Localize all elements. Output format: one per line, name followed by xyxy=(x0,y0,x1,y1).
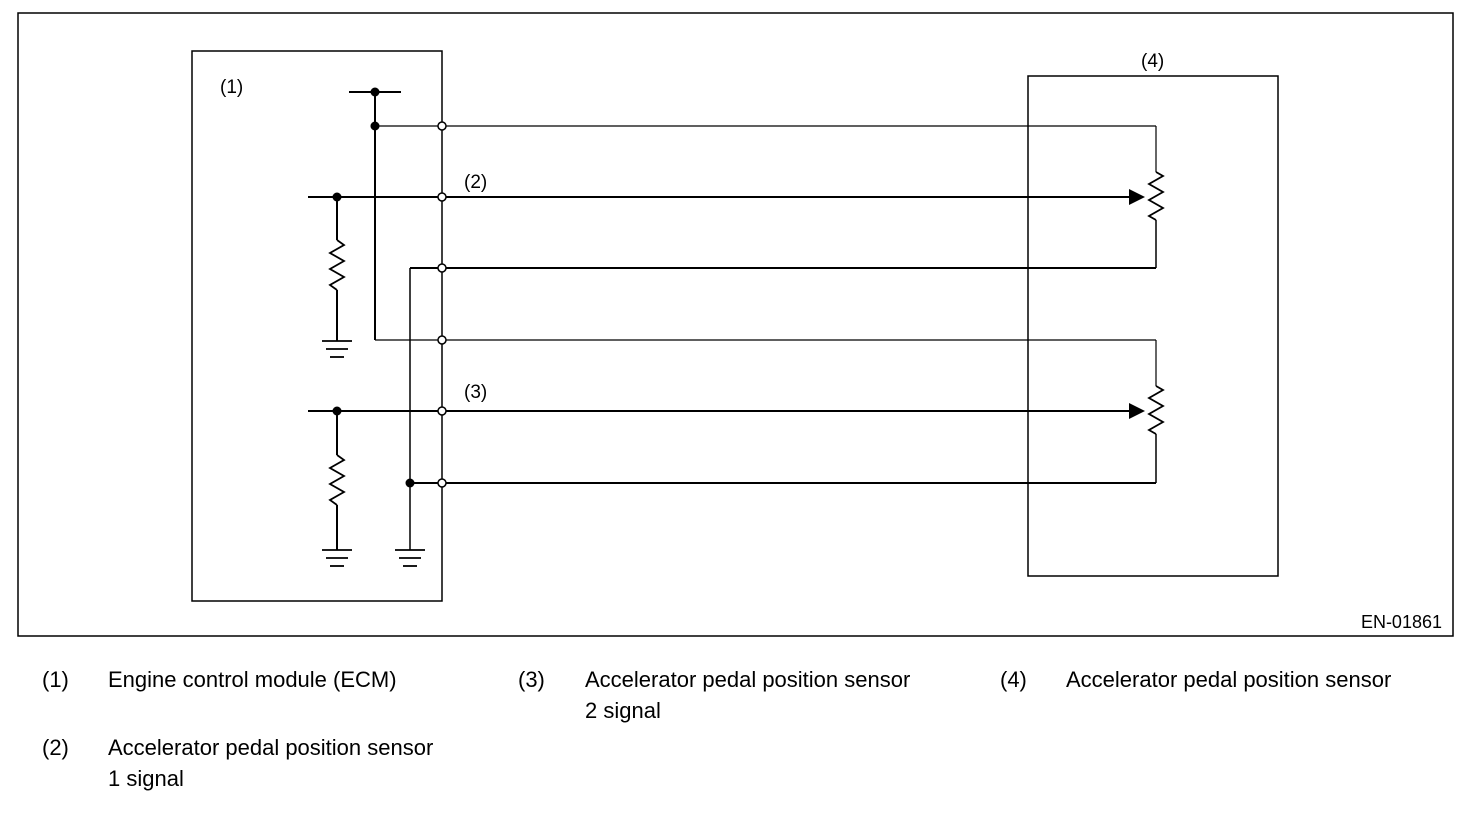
terminal xyxy=(437,121,447,131)
diagram-frame xyxy=(17,12,1454,637)
junction-dot xyxy=(405,478,415,488)
ecm-callout: (1) xyxy=(220,77,243,98)
pulldown-resistor-1 xyxy=(328,239,346,291)
wiper-arrow-2 xyxy=(1129,403,1145,419)
wire-signal-2 xyxy=(308,403,1145,567)
sensor-box xyxy=(1027,75,1279,577)
sensor-2-potentiometer xyxy=(1147,385,1165,483)
ecm-terminals xyxy=(437,121,447,488)
legend-description: Engine control module (ECM) xyxy=(108,667,397,692)
legend-number: (1) xyxy=(42,667,69,692)
terminal xyxy=(437,263,447,273)
wire-signal-1 xyxy=(308,189,1145,358)
power-supply xyxy=(349,87,401,340)
legend-description: Accelerator pedal position sensor xyxy=(1066,667,1392,692)
legend-number: (2) xyxy=(42,735,69,760)
legend-number: (4) xyxy=(1000,667,1027,692)
junction-dot xyxy=(370,87,380,97)
ecm-box xyxy=(191,50,443,602)
pulldown-resistor-2 xyxy=(328,454,346,506)
signal-1-callout: (2) xyxy=(464,172,487,193)
sensor-callout: (4) xyxy=(1141,51,1164,72)
wire-ground-sensor-1 xyxy=(395,267,1156,567)
wire-power-sensor-1 xyxy=(375,125,1157,172)
terminal xyxy=(437,192,447,202)
figure-code: EN-01861 xyxy=(1361,612,1442,632)
legend-number: (3) xyxy=(518,667,545,692)
wiper-arrow-1 xyxy=(1129,189,1145,205)
legend-description: Accelerator pedal position sensor 1 sign… xyxy=(108,735,434,791)
sensor-1-potentiometer xyxy=(1147,171,1165,268)
terminal xyxy=(437,478,447,488)
wire-power-sensor-2 xyxy=(375,339,1157,386)
terminal xyxy=(437,335,447,345)
wire-ground-sensor-2 xyxy=(405,478,1156,488)
signal-2-callout: (3) xyxy=(464,382,487,403)
terminal xyxy=(437,406,447,416)
legend-description: Accelerator pedal position sensor 2 sign… xyxy=(585,667,911,723)
